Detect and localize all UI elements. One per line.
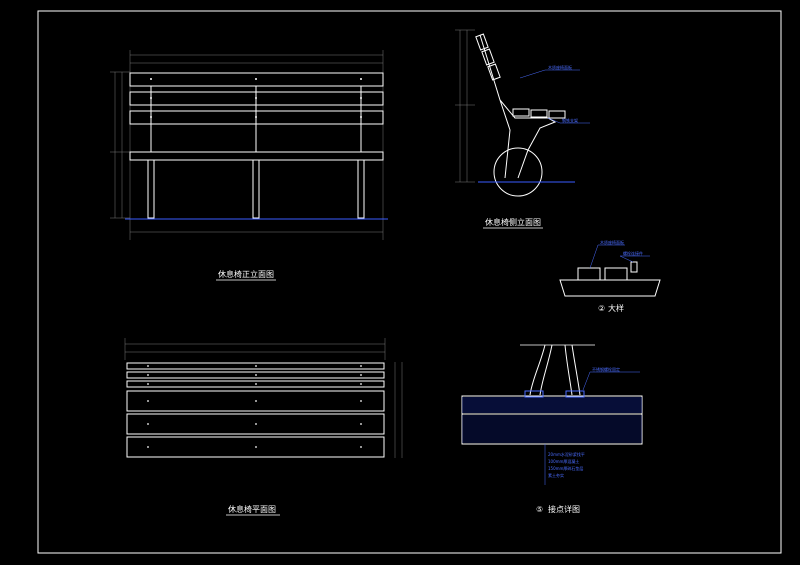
plan-title: 休息椅平面图: [228, 504, 276, 514]
joint-layer-label: 素土夯实: [548, 472, 564, 478]
plan-plank: [126, 362, 385, 370]
joint-bolt-plate: [524, 390, 544, 398]
side-backrest-slat: [487, 63, 501, 81]
detail-plank: [577, 267, 601, 281]
drawing-frame: [37, 10, 782, 554]
detail-annotation-top: 木质座椅面板: [600, 239, 624, 245]
plan-plank: [126, 390, 385, 412]
joint-bolt-plate: [565, 390, 585, 398]
joint-detail-title: 接点详图: [548, 504, 580, 514]
detail-large-view: 木质座椅面板 螺栓连接件 ② 大样: [559, 239, 661, 313]
joint-detail-prefix: ⑤: [536, 505, 543, 514]
joint-leg-left: [529, 344, 546, 396]
side-annotation-top: 木质座椅面板: [548, 64, 572, 70]
detail-bolt: [630, 261, 638, 273]
side-elevation-title: 休息椅侧立面图: [485, 217, 541, 227]
joint-leg-right: [564, 344, 573, 396]
plan-plank: [126, 436, 385, 458]
side-annotation-mid: 钢铁支架: [562, 117, 578, 123]
joint-annotation-bolt: 不锈钢螺栓固定: [592, 366, 620, 372]
side-seat-slat: [548, 110, 566, 119]
side-seat-slat: [530, 109, 548, 118]
joint-layer-label: 20mm水泥砂浆找平: [548, 451, 585, 457]
side-frame: [479, 34, 557, 179]
side-foot-circle: [493, 147, 543, 197]
joint-layer-label: 100mm厚混凝土: [548, 458, 579, 464]
side-elevation-view: 木质座椅面板 钢铁支架 休息椅侧立面图: [455, 29, 590, 229]
detail-annotation-mid: 螺栓连接件: [623, 250, 643, 256]
front-leg: [357, 159, 365, 219]
front-leg: [252, 159, 260, 219]
joint-layer-label: 150mm厚碎石垫层: [548, 465, 583, 471]
detail-large-prefix: ②: [598, 304, 605, 313]
front-leg: [147, 159, 155, 219]
plan-view: 休息椅平面图: [124, 338, 403, 516]
joint-detail-view: 不锈钢螺栓固定 20mm水泥砂浆找平 100mm厚混凝土 150mm厚碎石垫层 …: [461, 344, 643, 514]
joint-layer-concrete: [461, 413, 643, 445]
front-elevation-view: 休息椅正立面图: [110, 50, 388, 281]
side-backrest-slat: [481, 48, 495, 66]
plan-plank: [126, 380, 385, 388]
detail-plank: [604, 267, 628, 281]
front-elevation-title: 休息椅正立面图: [218, 269, 274, 279]
detail-large-title: 大样: [608, 303, 624, 313]
plan-plank: [126, 413, 385, 435]
side-seat-slat: [512, 108, 530, 117]
plan-plank: [126, 371, 385, 379]
seat-plank: [129, 151, 384, 161]
